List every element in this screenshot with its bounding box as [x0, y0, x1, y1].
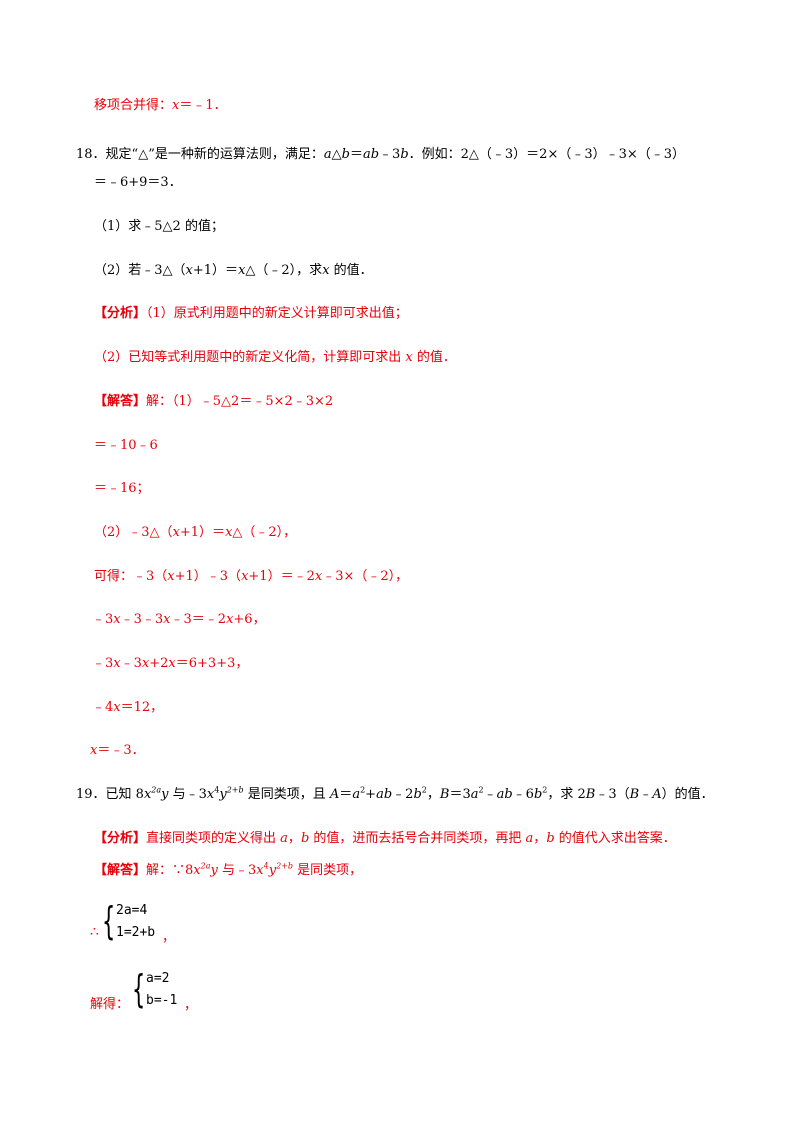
q19-stem: 19．已知 8x2ay 与﹣3x4y2+b 是同类项，且 A＝a2+ab﹣2b2…	[76, 785, 714, 802]
text-line-combine: 移项合并得：x＝﹣1．	[94, 98, 227, 113]
q18-solution-3: ＝﹣16；	[94, 481, 150, 496]
q18-part2: （2）若﹣3△（x+1）＝x△（﹣2），求x 的值．	[94, 263, 373, 278]
q18-stem-line1: 18．规定“△”是一种新的运算法则，满足：a△b＝ab﹣3b．例如：2△（﹣3）…	[76, 147, 686, 162]
left-brace: {	[102, 899, 116, 943]
q18-solution-2: ＝﹣10﹣6	[94, 438, 158, 453]
solution-tag: 【解答】	[94, 394, 147, 409]
therefore-symbol: ∴	[90, 924, 99, 940]
q19-analysis: 【分析】直接同类项的定义得出 a，b 的值，进而去括号合并同类项，再把 a，b …	[94, 831, 676, 846]
question-number: 19．	[76, 787, 106, 802]
solution-tag: 【解答】	[94, 863, 147, 878]
q19-solution-1: 【解答】解：∵8x2ay 与﹣3x4y2+b 是同类项，	[94, 861, 363, 878]
q18-solution-5: 可得：﹣3（x+1）﹣3（x+1）＝﹣2x﹣3×（﹣2），	[94, 569, 409, 584]
q18-stem-line2: ＝﹣6+9＝3．	[94, 175, 182, 190]
q18-solution-6: ﹣3x﹣3﹣3x﹣3＝﹣2x+6，	[92, 612, 266, 627]
equation-line: 2a=4	[116, 903, 148, 918]
q18-analysis-1: 【分析】（1）原式利用题中的新定义计算即可求出值；	[94, 306, 408, 321]
q18-part1: （1）求﹣5△2 的值；	[94, 219, 224, 234]
question-number: 18．	[76, 147, 106, 162]
equation-line: a=2	[146, 971, 170, 986]
q18-solution-9: x＝﹣3．	[90, 743, 145, 758]
left-brace: {	[132, 967, 146, 1011]
q18-solution-1: 【解答】解：（1）﹣5△2＝﹣5×2﹣3×2	[94, 394, 334, 409]
q18-solution-4: （2）﹣3△（x+1）＝x△（﹣2），	[94, 525, 297, 540]
analysis-tag: 【分析】	[94, 831, 147, 846]
q18-solution-7: ﹣3x﹣3x+2x＝6+3+3，	[92, 656, 249, 671]
q18-analysis-2: （2）已知等式利用题中的新定义化简，计算即可求出 x 的值．	[94, 350, 456, 365]
equation-line: b=-1	[146, 993, 178, 1008]
solve-label: 解得：	[90, 997, 130, 1012]
analysis-tag: 【分析】	[94, 306, 147, 321]
equation-system-2: 解得： { a=2 b=-1 ，	[90, 967, 198, 1013]
q18-solution-8: ﹣4x＝12，	[92, 700, 164, 715]
equation-system-1: ∴ { 2a=4 1=2+b ，	[90, 899, 176, 945]
equation-line: 1=2+b	[116, 925, 156, 940]
